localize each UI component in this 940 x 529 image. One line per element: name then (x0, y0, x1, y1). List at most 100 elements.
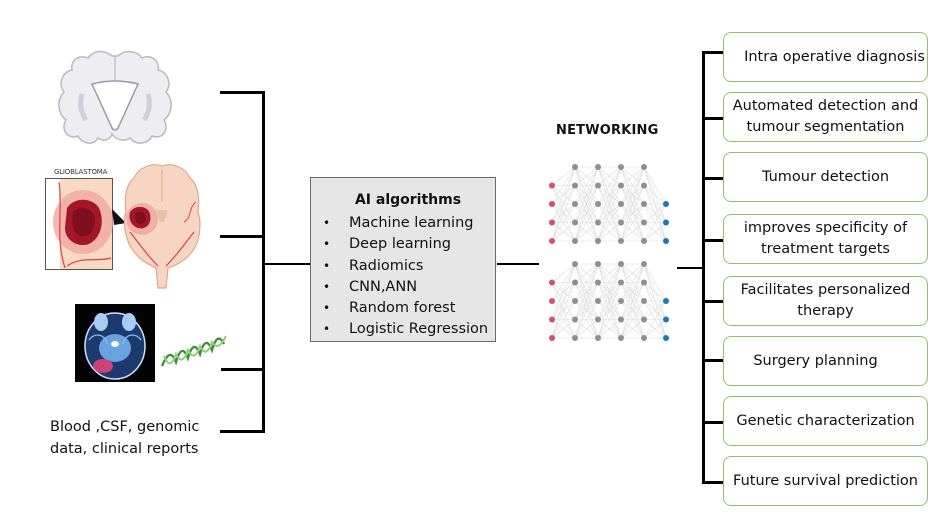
network-edge (574, 263, 599, 302)
network-edge (551, 203, 576, 242)
outcome-text: Facilitates personalized (740, 282, 911, 298)
outcome-box-genetic-characterization: Genetic characterization (723, 396, 928, 446)
right-connector (702, 481, 724, 484)
network-edge (620, 166, 645, 186)
outcome-text: Automated detection and (732, 98, 919, 114)
network-edge (597, 263, 622, 283)
left-connector-top (220, 91, 264, 94)
network-edge (574, 166, 599, 205)
network-node-hidden (641, 316, 647, 323)
network-edge (620, 185, 645, 242)
network-edge (643, 203, 667, 223)
network-node-hidden (641, 182, 647, 189)
network-node-hidden (618, 261, 624, 267)
network-edge (574, 263, 599, 339)
outcome-text: Intra operative diagnosis (744, 48, 925, 65)
right-connector (702, 177, 724, 180)
outcome-box-surgery-planning: Surgery planning (723, 336, 928, 386)
network-edge (597, 263, 622, 320)
mri-scan-icon (75, 304, 155, 382)
network-edge (643, 319, 667, 339)
network-node-input (549, 298, 555, 304)
network-node-hidden (618, 316, 624, 323)
input-data-text: Blood ,CSF, genomic data, clinical repor… (50, 416, 199, 460)
outcome-text: tumour segmentation (746, 119, 905, 135)
network-node-hidden (618, 201, 624, 207)
network-node-hidden (618, 335, 624, 341)
network-node-hidden (641, 219, 647, 226)
network-edge (551, 263, 576, 283)
ai-algorithm-label: Radiomics (349, 257, 424, 274)
network-edge (620, 203, 645, 242)
network-node-hidden (618, 238, 624, 244)
dna-helix-icon (160, 335, 227, 367)
network-edge (597, 203, 622, 242)
network-edge (620, 263, 645, 283)
input-text-line-2: data, clinical reports (50, 441, 199, 457)
network-edge (620, 300, 645, 339)
right-connector (702, 359, 724, 362)
ai-to-network-connector (497, 263, 539, 265)
outcome-box-intra-operative-diagnosis: Intra operative diagnosis (723, 32, 928, 82)
network-edge (551, 282, 576, 339)
network-edge (574, 282, 599, 339)
pointer-triangle-icon (112, 209, 126, 225)
network-edge (551, 166, 576, 242)
network-node-hidden (572, 219, 578, 226)
network-edge (597, 263, 622, 302)
network-edge (574, 166, 599, 242)
network-edge (643, 282, 667, 302)
ai-algorithms-list: • Machine learning •Deep learning • Radiom… (323, 213, 488, 341)
ai-algorithm-label: Logistic Regression (349, 321, 489, 338)
ai-algorithm-item: •Deep learning (323, 234, 488, 255)
network-node-output (663, 238, 669, 244)
network-node-hidden (572, 279, 578, 286)
network-edge (620, 166, 645, 242)
network-edge (643, 263, 667, 302)
network-node-hidden (618, 219, 624, 226)
outcome-box-tumour-detection: Tumour detection (723, 152, 928, 202)
network-edge (551, 185, 576, 242)
network-edge (551, 319, 576, 339)
left-connector-bottom (220, 430, 264, 433)
network-node-hidden (641, 298, 647, 304)
network-edge (597, 166, 622, 242)
input-text-line-1: Blood ,CSF, genomic (50, 419, 200, 435)
ai-algorithm-label: Machine learning (349, 215, 474, 231)
right-connector (702, 117, 724, 120)
network-edge (620, 166, 645, 223)
left-to-ai-connector (264, 263, 311, 265)
outcome-text: Future survival prediction (733, 472, 918, 489)
bullet-icon: • (323, 322, 331, 337)
bullet-icon: • (323, 279, 331, 294)
right-connector (702, 421, 724, 424)
network-edge (551, 263, 576, 320)
network-edge (620, 222, 645, 242)
brain-tumor-icon (123, 164, 201, 289)
network-edge (551, 300, 576, 339)
network-edge (620, 263, 645, 339)
network-edge (643, 185, 667, 205)
network-edge (597, 282, 622, 339)
left-bracket-spine (262, 91, 265, 433)
right-connector (702, 300, 724, 303)
network-node-hidden (572, 238, 578, 244)
network-edge (551, 222, 576, 242)
network-edge (620, 319, 645, 339)
network-edge (551, 263, 576, 339)
glioblastoma-label: GLIOBLASTOMA (54, 168, 108, 176)
network-edge (551, 166, 576, 223)
network-to-outputs-connector (677, 267, 704, 269)
ai-algorithm-label: CNN,ANN (349, 278, 418, 295)
network-node-input (549, 219, 555, 226)
ai-algorithm-label: Random forest (349, 300, 456, 317)
network-edge (597, 185, 622, 242)
network-node-hidden (641, 335, 647, 341)
outcome-text: therapy (797, 303, 854, 319)
coronal-brain-icon (58, 50, 172, 144)
ai-algorithm-label: Deep learning (349, 236, 451, 253)
ai-algorithm-item: • CNN,ANN (323, 277, 488, 298)
network-node-hidden (618, 164, 624, 170)
network-edge (597, 166, 622, 223)
